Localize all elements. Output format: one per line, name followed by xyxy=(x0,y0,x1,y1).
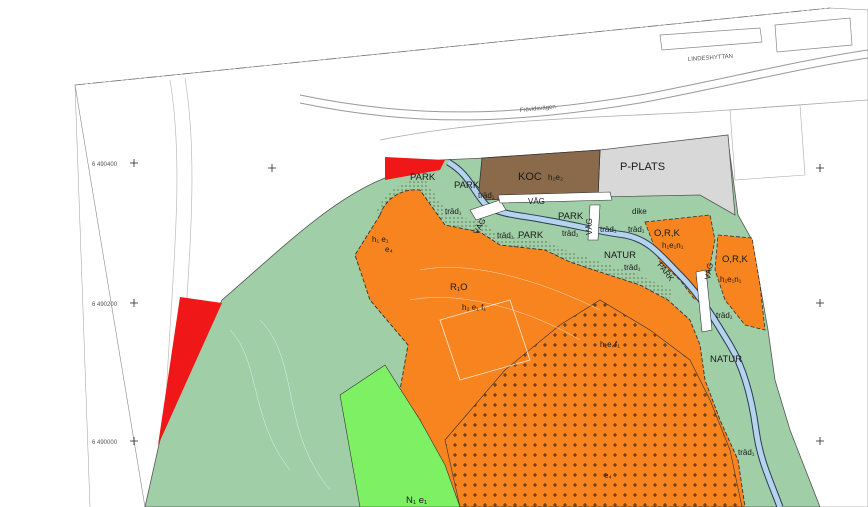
building-outline xyxy=(774,17,853,53)
contour-line xyxy=(409,297,581,341)
contour-line xyxy=(419,267,601,311)
nature-light-zone xyxy=(339,364,461,507)
zone-code-label: h₁ e₁ xyxy=(372,235,389,244)
road-strip xyxy=(497,191,613,204)
park-label: PARK xyxy=(454,180,480,191)
road-line xyxy=(379,99,868,141)
contour-line xyxy=(229,329,291,471)
trad-label: träd₁ xyxy=(478,191,495,200)
trad-label: träd₁ xyxy=(600,225,617,234)
trad-label: träd₁ xyxy=(738,448,755,457)
ork-sub-label: h₁e₁n₁ xyxy=(662,241,684,250)
koc-sub-label: h₂e₂ xyxy=(548,173,563,182)
plan-boundary-line xyxy=(74,7,831,86)
road-strip xyxy=(587,204,601,241)
trad-label: träd₁ xyxy=(562,229,579,238)
building-outline xyxy=(439,299,531,381)
trad-label: träd₁ xyxy=(716,311,733,320)
zone-code-label: h₁e₄f₁ xyxy=(600,340,620,349)
ork-label: O,R,K xyxy=(722,254,749,265)
grid-markers xyxy=(130,159,824,445)
road-line xyxy=(299,49,868,113)
dike-label: dike xyxy=(632,207,647,216)
nature-code-label: N₁ e₁ xyxy=(406,495,427,506)
plan-boundary-left xyxy=(74,84,91,507)
red-zone-top xyxy=(385,157,445,180)
place-label: LINDESHYTTAN xyxy=(688,54,734,63)
natur-label: NATUR xyxy=(604,250,636,261)
road-line xyxy=(299,57,868,121)
zone-code-label: e₄ xyxy=(604,471,612,480)
ro-label: R₁O xyxy=(450,282,467,293)
road-strip xyxy=(695,269,713,333)
grid-label: 6 490400 xyxy=(92,162,118,168)
trad-label: träd₁ xyxy=(624,263,641,272)
grid-label: 6 490000 xyxy=(92,440,118,446)
ork-sub-label: h₁e₁n₁ xyxy=(720,275,742,284)
natur-label: NATUR xyxy=(710,354,742,365)
trad-label: träd₁ xyxy=(445,207,462,216)
road-label: Frövidsvägen xyxy=(520,104,556,114)
orange-zone-ork2 xyxy=(714,234,766,331)
koc-label: KOC xyxy=(518,171,542,183)
ork-label: O,R,K xyxy=(654,228,681,239)
p-plats-label: P-PLATS xyxy=(620,161,665,173)
park-label: PARK xyxy=(558,211,584,222)
trad-label: träd₁ xyxy=(497,231,514,240)
contour-line xyxy=(259,319,331,491)
grid-label: 6 490200 xyxy=(92,302,118,308)
trad-label: träd₁ xyxy=(628,225,645,234)
building-outline xyxy=(729,104,806,181)
building-outline xyxy=(659,27,763,51)
vag-label: VÄG xyxy=(528,197,545,206)
zone-code-label: e₄ xyxy=(385,245,393,254)
vag-label: VÄG xyxy=(703,262,715,280)
cross-hatched-zone xyxy=(444,299,743,507)
vag-label: VÄG xyxy=(585,218,594,235)
ro-sub-label: h₂ e₁ f₁ xyxy=(462,303,486,312)
road-strip xyxy=(469,199,507,221)
red-zone-left xyxy=(158,297,222,445)
dotted-edge xyxy=(375,179,675,300)
park-label: PARK xyxy=(518,230,544,241)
park-label: PARK xyxy=(410,172,436,183)
